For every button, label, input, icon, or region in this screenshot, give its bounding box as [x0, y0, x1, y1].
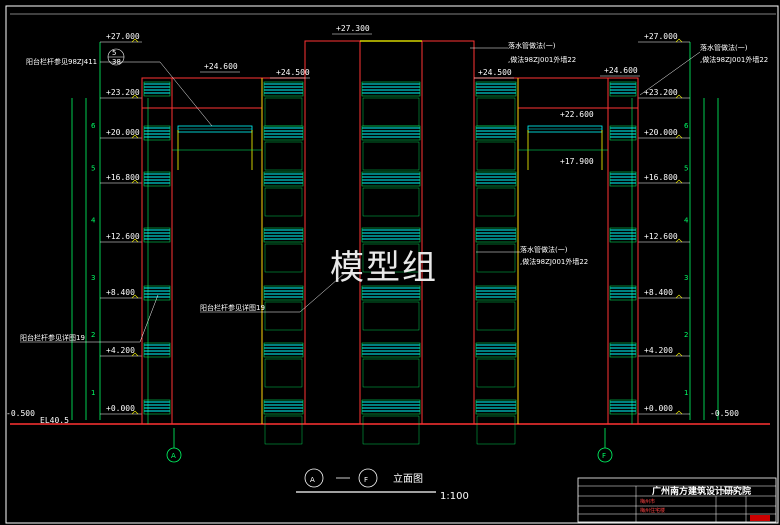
roof-level-tower: +27.300: [336, 24, 370, 33]
level-right-6: +4.200: [644, 346, 673, 355]
level-right-3: +16.800: [644, 173, 678, 182]
detail-callout-number: 5: [112, 49, 116, 57]
balcony-railings: [143, 81, 637, 445]
grid-axis-f: F: [597, 428, 613, 463]
note-rain-gutter-2b: ,做法98ZJ001外墙22: [700, 55, 768, 64]
svg-text:F: F: [602, 452, 606, 460]
drawing-title: 立面图: [393, 474, 423, 485]
floor-num-right-2: 4: [684, 217, 689, 225]
base-level-left: -0.500: [6, 409, 35, 418]
svg-text:A: A: [171, 452, 176, 460]
svg-text:J30147: J30147: [719, 490, 737, 496]
annotation-leaders: [20, 47, 701, 343]
level-left-4: +12.600: [106, 232, 140, 241]
level-17900: +17.900: [560, 157, 594, 166]
level-markers-left: +27.000 +23.200 +20.000 +16.800 +12.600 +8.40…: [106, 32, 140, 415]
floor-num-right-5: 1: [684, 389, 688, 397]
level-left-5: +8.400: [106, 288, 135, 297]
note-rain-gutter-2a: 落水管做法(一): [700, 43, 748, 52]
drawing-scale: 1:100: [440, 491, 469, 502]
top-balcony-panels: [172, 125, 608, 170]
roof-level-mid-left: +24.500: [276, 68, 310, 77]
title-block: 梅州市 梅州住宅楼 J30147: [577, 477, 777, 523]
level-left-0: +27.000: [106, 32, 140, 41]
watermark-text: 模型组: [330, 248, 438, 288]
roof-level-right: +24.600: [604, 66, 638, 75]
level-markers-right: +27.000 +23.200 +20.000 +16.800 +12.600 +8.40…: [644, 32, 683, 415]
note-rain-gutter-3b: ,做法98ZJ001外墙22: [520, 257, 588, 266]
svg-text:F: F: [364, 476, 368, 484]
elevation-tag: EL40.5: [40, 416, 69, 425]
level-right-4: +12.600: [644, 232, 678, 241]
roof-level-markers: +24.600 +24.500 +27.300 +24.500 +24.600 …: [200, 24, 640, 166]
grid-axis-a: A: [166, 428, 182, 463]
svg-text:梅州市: 梅州市: [640, 498, 655, 505]
level-left-3: +16.800: [106, 173, 140, 182]
right-dimension-chain: [689, 42, 719, 420]
floor-num-left-2: 4: [91, 217, 96, 225]
design-institute-name: 广州南方建筑设计研究院: [652, 487, 752, 497]
base-level-right: -0.500: [710, 409, 739, 418]
note-rain-gutter-3a: 落水管做法(一): [520, 245, 568, 254]
level-right-2: +20.000: [644, 128, 678, 137]
floor-number-labels: 6 6 5 5 4 4 3 3 2 2 1 1: [91, 122, 689, 397]
note-rain-gutter-1b: ,做法98ZJ001外墙22: [508, 55, 576, 64]
roof-level-left: +24.600: [204, 62, 238, 71]
floor-num-left-1: 5: [91, 165, 95, 173]
svg-text:A: A: [310, 476, 315, 484]
roof-level-mid-right: +24.500: [478, 68, 512, 77]
floor-num-left-0: 6: [91, 122, 96, 130]
level-right-1: +23.200: [644, 88, 678, 97]
floor-num-right-3: 3: [684, 274, 688, 282]
floor-num-right-1: 5: [684, 165, 688, 173]
note-balcony-bottom: 阳台栏杆参见详图19: [20, 333, 85, 342]
floor-num-right-4: 2: [684, 331, 688, 339]
level-right-0: +27.000: [644, 32, 678, 41]
level-left-2: +20.000: [106, 128, 140, 137]
note-rain-gutter-1a: 落水管做法(一): [508, 41, 556, 50]
elevation-title-symbol: A F: [296, 468, 436, 493]
level-right-5: +8.400: [644, 288, 673, 297]
drawing-border: [5, 5, 779, 524]
level-left-7: +0.000: [106, 404, 135, 413]
floor-num-left-3: 3: [91, 274, 95, 282]
level-left-1: +23.200: [106, 88, 140, 97]
level-left-6: +4.200: [106, 346, 135, 355]
left-dimension-chain: [71, 42, 101, 420]
building-facade: [141, 40, 639, 425]
level-22600: +22.600: [560, 110, 594, 119]
note-balcony-mid: 阳台栏杆参见详图19: [200, 303, 265, 312]
floor-level-lines: [100, 41, 690, 415]
floor-num-right-0: 6: [684, 122, 689, 130]
level-right-7: +0.000: [644, 404, 673, 413]
detail-callout-sheet: 38: [112, 58, 121, 66]
floor-num-left-4: 2: [91, 331, 95, 339]
svg-text:梅州住宅楼: 梅州住宅楼: [640, 507, 665, 514]
floor-num-left-5: 1: [91, 389, 95, 397]
note-balcony-left: 阳台栏杆参见98ZJ411: [26, 57, 97, 66]
